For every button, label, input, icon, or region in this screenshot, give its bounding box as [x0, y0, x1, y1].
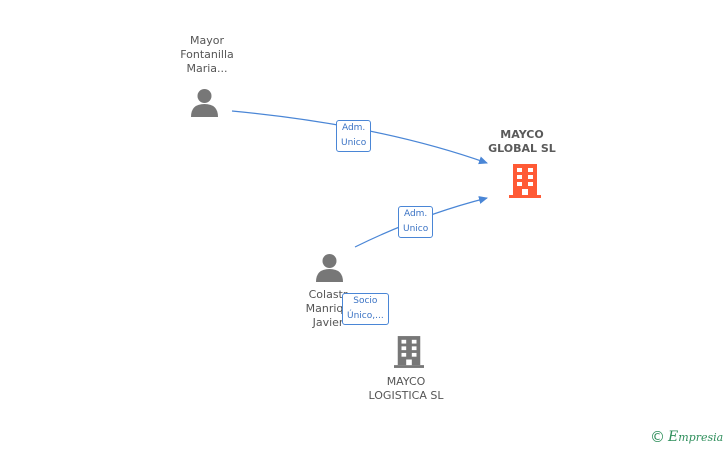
person-1-line: Maria...: [186, 62, 228, 75]
building-icon[interactable]: [394, 335, 424, 369]
main-company-line: GLOBAL SL: [488, 142, 556, 155]
copyright-symbol: ©: [650, 428, 665, 446]
company-2-label[interactable]: MAYCO LOGISTICA SL: [356, 375, 456, 403]
person-1-line: Fontanilla: [180, 48, 234, 61]
edge-role-label[interactable]: Adm. Unico: [398, 206, 434, 238]
edge-role-line: Socio: [353, 296, 378, 306]
company-2-line: LOGISTICA SL: [368, 389, 444, 402]
person-2-line: Javier: [312, 316, 344, 329]
edge-role-line: Adm.: [341, 123, 366, 133]
person-1-line: Mayor: [190, 34, 224, 47]
edge-role-label[interactable]: Socio Único,...: [342, 293, 389, 325]
brand-initial: E: [668, 429, 679, 445]
brand-name: Empresia: [668, 429, 724, 445]
person-2-label[interactable]: Colastr Manriqu Javier: [290, 288, 366, 330]
edge-role-line: Único,...: [347, 311, 384, 321]
building-icon[interactable]: [509, 164, 541, 198]
edge-role-line: Adm.: [403, 209, 428, 219]
company-2-line: MAYCO: [386, 375, 426, 388]
main-company-label[interactable]: MAYCO GLOBAL SL: [472, 128, 572, 156]
edge-role-label[interactable]: Adm. Unico: [336, 120, 372, 152]
person-2-line: Colastr: [308, 288, 348, 301]
edge-role-line: Unico: [403, 224, 429, 234]
person-icon[interactable]: [315, 253, 344, 283]
brand-rest: mpresia: [678, 431, 724, 444]
person-icon[interactable]: [190, 88, 219, 118]
person-1-label[interactable]: Mayor Fontanilla Maria...: [152, 34, 262, 76]
edge-role-line: Unico: [341, 138, 367, 148]
main-company-line: MAYCO: [500, 128, 544, 141]
person-2-line: Manriqu: [305, 302, 351, 315]
brand-logo: ©Empresia: [650, 428, 723, 446]
